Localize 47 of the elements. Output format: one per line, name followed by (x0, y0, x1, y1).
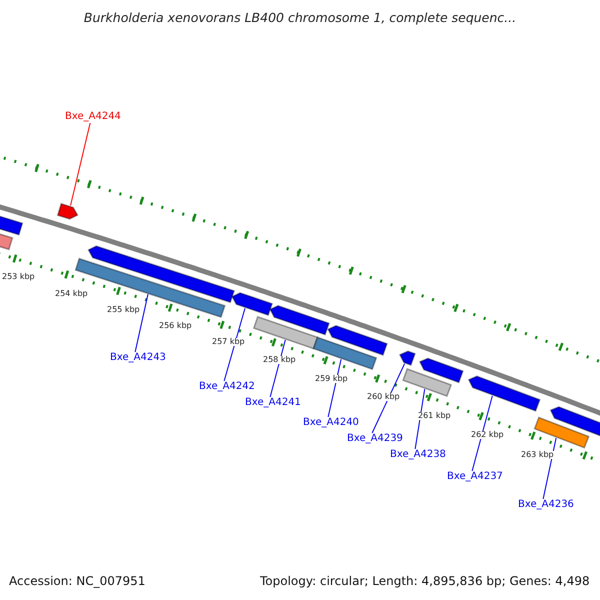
gene-label: Bxe_A4242 (199, 382, 255, 392)
gene-block (418, 358, 464, 384)
gene-label: Bxe_A4244 (65, 112, 121, 122)
gene-block (550, 406, 600, 438)
map-title: Burkholderia xenovorans LB400 chromosome 1, complete sequenc... (82, 12, 518, 24)
tick-label: 253 kbp (2, 273, 35, 281)
tick-label: 260 kbp (367, 393, 400, 401)
leader-line (224, 308, 246, 382)
gene-block (87, 245, 236, 304)
gene-block (398, 350, 416, 366)
gene-block (327, 324, 388, 356)
tick-label: 258 kbp (263, 356, 296, 364)
tick-label: 256 kbp (159, 322, 192, 330)
leader-line (472, 395, 493, 472)
gene-label: Bxe_A4238 (390, 450, 446, 460)
tick-label: 255 kbp (107, 306, 140, 314)
accession-label: Accession: NC_007951 (9, 575, 146, 587)
gene-block (231, 292, 274, 316)
leader-line (70, 122, 91, 206)
genome-summary: Topology: circular; Length: 4,895,836 bp; Genes: 4,498 (260, 575, 590, 587)
gene-label: Bxe_A4236 (518, 500, 574, 510)
gene-label: Bxe_A4239 (347, 434, 403, 444)
gene-block (468, 375, 541, 412)
tick-label: 262 kbp (471, 431, 504, 439)
gene-label: Bxe_A4243 (110, 353, 166, 363)
gene-block (269, 304, 330, 336)
gene-bar (402, 368, 452, 398)
leader-line (328, 358, 342, 418)
gene-block (0, 214, 24, 236)
tick-label: 257 kbp (212, 338, 245, 346)
gene-label: Bxe_A4240 (303, 418, 359, 428)
leader-line (134, 294, 148, 352)
gene-bar (74, 258, 226, 318)
leader-line (414, 388, 426, 450)
gene-bar (312, 336, 378, 370)
tick-label: 259 kbp (315, 375, 348, 383)
tick-label: 263 kbp (521, 451, 554, 459)
tick-label: 254 kbp (55, 290, 88, 298)
tick-label: 261 kbp (418, 412, 451, 420)
gene-label: Bxe_A4241 (245, 398, 301, 408)
leader-line (270, 339, 286, 398)
gene-block (56, 202, 79, 220)
gene-label: Bxe_A4237 (447, 472, 503, 482)
gene-bar (534, 416, 590, 449)
leader-line (372, 363, 406, 434)
gene-bar (252, 316, 318, 350)
leader-line (542, 437, 557, 500)
